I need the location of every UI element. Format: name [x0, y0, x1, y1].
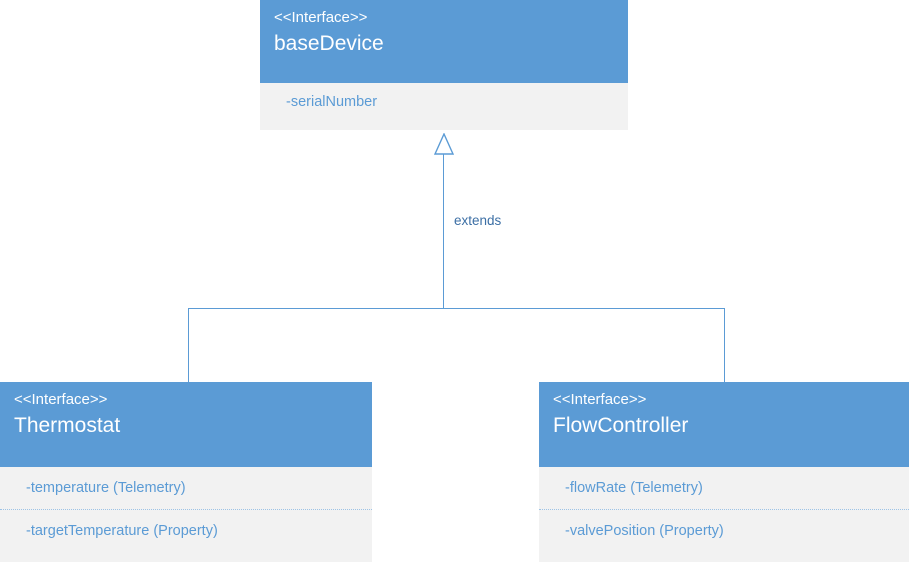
connector-bar-horizontal — [188, 308, 725, 309]
class-header-thermostat: <<Interface>> Thermostat — [0, 382, 372, 467]
class-attribute: -temperature (Telemetry) — [26, 480, 186, 496]
class-attribute: -valvePosition (Property) — [539, 509, 909, 552]
class-stereotype-flowcontroller: <<Interface>> — [553, 391, 647, 408]
generalization-arrowhead-icon — [433, 133, 455, 155]
class-attribute: -targetTemperature (Property) — [0, 509, 372, 552]
connector-drop-flowcontroller — [724, 308, 725, 382]
class-header-basedevice: <<Interface>> baseDevice — [260, 0, 628, 83]
class-attribute: -serialNumber — [286, 94, 378, 110]
class-name-thermostat: Thermostat — [14, 414, 121, 437]
class-box-basedevice[interactable]: <<Interface>> baseDevice -serialNumber — [260, 0, 628, 130]
class-box-flowcontroller[interactable]: <<Interface>> FlowController -flowRate (… — [539, 382, 909, 562]
connector-drop-thermostat — [188, 308, 189, 382]
class-body-flowcontroller: -flowRate (Telemetry) -valvePosition (Pr… — [539, 467, 909, 562]
class-stereotype-basedevice: <<Interface>> — [274, 9, 368, 26]
class-box-thermostat[interactable]: <<Interface>> Thermostat -temperature (T… — [0, 382, 372, 562]
class-name-flowcontroller: FlowController — [553, 414, 689, 437]
class-body-thermostat: -temperature (Telemetry) -targetTemperat… — [0, 467, 372, 562]
class-attribute: -flowRate (Telemetry) — [565, 480, 703, 496]
relationship-label-extends: extends — [454, 213, 502, 228]
class-name-basedevice: baseDevice — [274, 32, 384, 55]
class-header-flowcontroller: <<Interface>> FlowController — [539, 382, 909, 467]
connector-stem-vertical — [443, 154, 444, 309]
class-body-basedevice: -serialNumber — [260, 83, 628, 130]
class-stereotype-thermostat: <<Interface>> — [14, 391, 108, 408]
